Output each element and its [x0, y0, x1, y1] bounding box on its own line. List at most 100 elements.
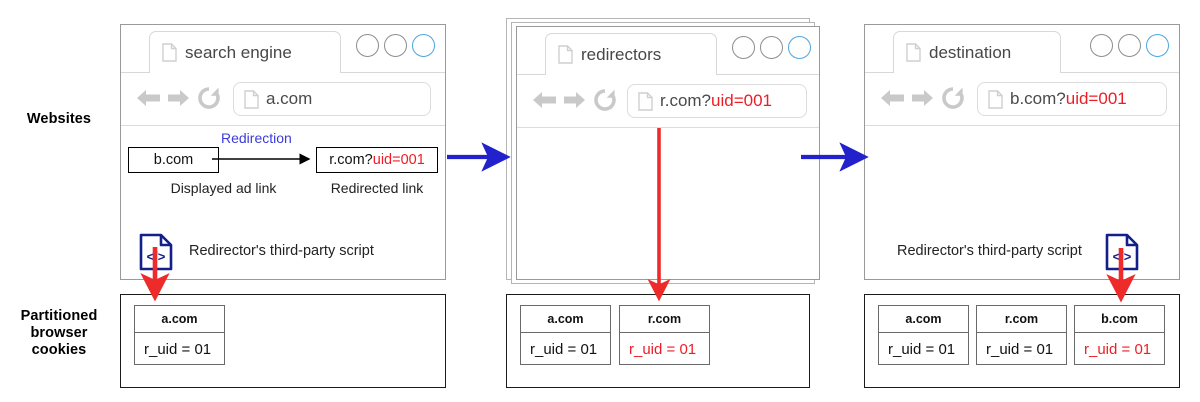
- nav-bar-redirectors: r.com?uid=001: [517, 75, 819, 127]
- tab-bar-redirectors: redirectors: [517, 27, 819, 75]
- browser-window-search-engine[interactable]: search engine: [120, 24, 446, 280]
- cookie-value: r_uid = 01: [530, 340, 598, 358]
- redirected-link-caption: Redirected link: [330, 180, 424, 196]
- script-note-destination: Redirector's third-party script: [897, 243, 1082, 259]
- row-label-cookies-line3: cookies: [31, 342, 87, 358]
- reload-icon[interactable]: [592, 87, 618, 118]
- content-separator: [121, 125, 445, 126]
- page-icon: [244, 89, 259, 109]
- forward-arrow-icon[interactable]: [167, 86, 191, 115]
- url-host: a.com: [266, 89, 313, 108]
- window-buttons[interactable]: [732, 36, 811, 59]
- cookie-jar-destination: a.com r_uid = 01 r.com r_uid = 01 b.com …: [864, 294, 1180, 388]
- window-button-1[interactable]: [356, 34, 379, 57]
- page-icon: [988, 89, 1003, 109]
- row-label-cookies-line1: Partitioned: [20, 308, 98, 324]
- displayed-ad-link-caption: Displayed ad link: [170, 180, 277, 196]
- forward-arrow-icon[interactable]: [911, 86, 935, 115]
- window-buttons[interactable]: [356, 34, 435, 57]
- tab-bar-search-engine: search engine: [121, 25, 445, 73]
- window-button-active[interactable]: [788, 36, 811, 59]
- cookie-item: a.com r_uid = 01: [134, 305, 225, 365]
- redirected-link-host: r.com?: [329, 152, 373, 168]
- url-bar-redirectors[interactable]: r.com?uid=001: [627, 84, 807, 118]
- nav-icons[interactable]: [531, 87, 618, 118]
- url-text-search-engine: a.com: [266, 89, 312, 109]
- back-arrow-icon[interactable]: [135, 86, 162, 115]
- nav-icons[interactable]: [135, 85, 222, 116]
- cookie-item: a.com r_uid = 01: [520, 305, 611, 365]
- page-icon: [906, 43, 921, 62]
- tab-title: redirectors: [581, 44, 662, 64]
- cookie-domain: a.com: [135, 306, 224, 333]
- nav-bar-destination: b.com?uid=001: [865, 73, 1179, 125]
- row-label-websites: Websites: [0, 111, 118, 128]
- window-buttons[interactable]: [1090, 34, 1169, 57]
- page-icon: [638, 91, 653, 111]
- displayed-ad-link-box[interactable]: b.com: [128, 147, 219, 173]
- content-separator: [865, 125, 1179, 126]
- window-button-2[interactable]: [760, 36, 783, 59]
- cookie-domain: r.com: [620, 306, 709, 333]
- url-uid-param: uid=001: [1065, 89, 1127, 108]
- browser-window-destination[interactable]: destination: [864, 24, 1180, 280]
- cookie-value: r_uid = 01: [144, 340, 212, 358]
- cookie-domain: r.com: [977, 306, 1066, 333]
- cookie-value: r_uid = 01: [986, 340, 1054, 358]
- url-text-destination: b.com?uid=001: [1010, 89, 1127, 109]
- url-bar-destination[interactable]: b.com?uid=001: [977, 82, 1167, 116]
- page-icon: [162, 43, 177, 62]
- svg-text:</>: </>: [1113, 249, 1132, 264]
- cookie-jar-search-engine: a.com r_uid = 01: [120, 294, 446, 388]
- browser-window-redirectors[interactable]: redirectors: [516, 26, 820, 280]
- cookie-item: r.com r_uid = 01: [619, 305, 710, 365]
- url-uid-param: uid=001: [711, 91, 773, 110]
- window-button-active[interactable]: [412, 34, 435, 57]
- content-separator: [517, 127, 819, 128]
- script-note-search-engine: Redirector's third-party script: [189, 243, 374, 259]
- code-file-icon[interactable]: </>: [1105, 233, 1139, 271]
- cookie-jar-redirectors: a.com r_uid = 01 r.com r_uid = 01: [506, 294, 810, 388]
- cookie-item: b.com r_uid = 01: [1074, 305, 1165, 365]
- url-bar-search-engine[interactable]: a.com: [233, 82, 431, 116]
- url-host: r.com?: [660, 91, 712, 110]
- window-button-1[interactable]: [1090, 34, 1113, 57]
- redirected-link-uid: uid=001: [372, 152, 425, 168]
- cookie-domain: a.com: [521, 306, 610, 333]
- redirection-label: Redirection: [221, 130, 292, 146]
- window-button-active[interactable]: [1146, 34, 1169, 57]
- displayed-ad-link-text: b.com: [153, 152, 194, 168]
- nav-bar-search-engine: a.com: [121, 73, 445, 125]
- back-arrow-icon[interactable]: [879, 86, 906, 115]
- redirected-link-box[interactable]: r.com?uid=001: [316, 147, 438, 173]
- row-label-websites-text: Websites: [26, 111, 92, 127]
- cookie-item: r.com r_uid = 01: [976, 305, 1067, 365]
- tab-title: search engine: [185, 42, 292, 62]
- url-host: b.com?: [1010, 89, 1066, 108]
- back-arrow-icon[interactable]: [531, 88, 558, 117]
- forward-arrow-icon[interactable]: [563, 88, 587, 117]
- cookie-item: a.com r_uid = 01: [878, 305, 969, 365]
- reload-icon[interactable]: [940, 85, 966, 116]
- window-button-2[interactable]: [1118, 34, 1141, 57]
- row-label-partitioned-cookies: Partitioned browser cookies: [0, 308, 118, 359]
- window-button-2[interactable]: [384, 34, 407, 57]
- svg-text:</>: </>: [147, 249, 166, 264]
- url-text-redirectors: r.com?uid=001: [660, 91, 772, 111]
- tab-redirectors[interactable]: redirectors: [545, 33, 717, 75]
- row-label-cookies-line2: browser: [30, 325, 88, 341]
- cookie-value: r_uid = 01: [888, 340, 956, 358]
- cookie-domain: a.com: [879, 306, 968, 333]
- cookie-value: r_uid = 01: [629, 340, 697, 358]
- tab-destination[interactable]: destination: [893, 31, 1061, 73]
- cookie-domain: b.com: [1075, 306, 1164, 333]
- window-button-1[interactable]: [732, 36, 755, 59]
- tab-search-engine[interactable]: search engine: [149, 31, 341, 73]
- nav-icons[interactable]: [879, 85, 966, 116]
- code-file-icon[interactable]: </>: [139, 233, 173, 271]
- page-icon: [558, 45, 573, 64]
- tab-title: destination: [929, 42, 1012, 62]
- reload-icon[interactable]: [196, 85, 222, 116]
- tab-bar-destination: destination: [865, 25, 1179, 73]
